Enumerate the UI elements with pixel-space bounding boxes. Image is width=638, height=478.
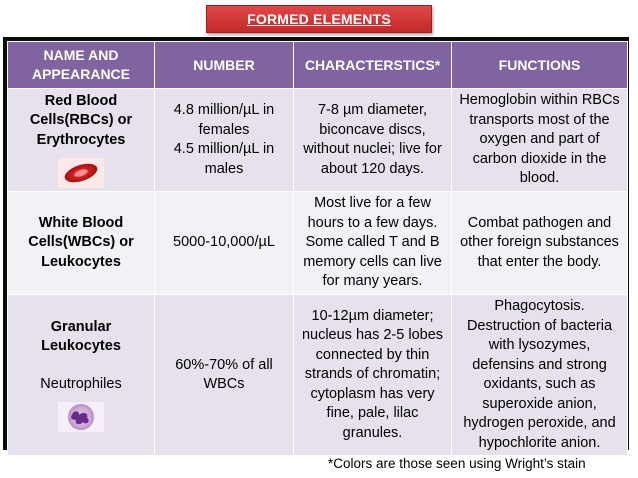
header-characteristics: CHARACTERSTICS* [294,42,451,88]
number-line: 4.5 million/µL in [173,141,275,157]
characteristics-line: 7-8 µm diameter, [317,102,428,118]
name-line: Red Blood [44,92,118,109]
cell-number: 60%-70% of all WBCs [155,295,293,455]
cell-number: 4.8 million/µL in females 4.5 million/µL… [155,89,293,191]
cell-functions: Hemoglobin within RBCs transports most o… [452,89,627,191]
name-line: Cells(WBCs) or [28,234,134,251]
characteristics-line: strands of chromatin; [304,366,441,383]
functions-line: hypochlorite anion. [478,434,601,451]
table-row: Red Blood Cells(RBCs) or Erythrocytes [8,89,627,191]
functions-line: superoxide anion, [482,395,597,412]
neutrophil-cell-shape [68,404,94,431]
neutrophil-cell-icon [58,402,104,433]
functions-line: Combat pathogen and [467,214,612,231]
name-line: Granular [50,318,112,335]
functions-line: blood. [519,170,560,187]
cell-name: Granular Leukocytes Neutrophiles [8,295,154,455]
cell-functions: Phagocytosis. Destruction of bacteria wi… [452,295,627,455]
header-name-line-2: APPEARANCE [31,66,130,82]
functions-line: with lysozymes, [488,337,591,353]
red-blood-cell-shape [64,164,98,183]
name-line: Erythrocytes [36,131,126,148]
functions-line: oxygen and part of [479,131,600,148]
formed-elements-table: NAME AND APPEARANCE NUMBER CHARACTERSTIC… [7,41,628,456]
slide-title: FORMED ELEMENTS [247,11,391,27]
characteristics-line: Some called T and B [305,234,440,251]
name-line: Cells(RBCs) or [29,112,133,129]
characteristics-line: granules. [342,424,403,441]
characteristics-line: 10-12µm diameter; [311,307,434,324]
name-line: Leukocytes [41,338,121,355]
characteristics-line: nucleus has 2-5 lobes [301,327,444,344]
characteristics-line: memory cells can live [303,253,442,270]
table-row: White Blood Cells(WBCs) or Leukocytes 50… [8,192,627,294]
functions-line: hydrogen peroxide, and [463,415,616,431]
characteristics-line: hours to a few days. [307,214,438,231]
characteristics-line: for many years. [322,273,423,290]
number-line: 60%-70% of all [175,356,273,373]
header-name-appearance: NAME AND APPEARANCE [8,42,154,88]
table-row: Granular Leukocytes Neutrophiles [8,295,627,455]
functions-line: that enter the body. [477,253,602,270]
name-line: Leukocytes [41,253,121,270]
header-number: NUMBER [155,42,293,88]
functions-line: Hemoglobin within RBCs [459,92,620,109]
characteristics-line: about 120 days. [320,160,425,177]
header-name-line-1: NAME AND [43,47,119,63]
table-frame: NAME AND APPEARANCE NUMBER CHARACTERSTIC… [3,37,629,456]
number-line: males [204,160,244,177]
functions-line: oxidants, such as [483,376,596,392]
characteristics-line: connected by thin [315,346,430,363]
characteristics-line: biconcave discs, [319,121,426,138]
number-line: females [198,121,250,138]
cell-name: White Blood Cells(WBCs) or Leukocytes [8,192,154,294]
footnote: *Colors are those seen using Wright’s st… [328,456,586,471]
name-line: White Blood [38,214,124,231]
cell-characteristics: Most live for a few hours to a few days.… [294,192,451,294]
characteristics-line: Most live for a few [314,195,431,212]
cell-characteristics: 10-12µm diameter; nucleus has 2-5 lobes … [294,295,451,455]
number-line: 5000-10,000/µL [173,234,275,251]
characteristics-line: without nuclei; live for [303,141,442,157]
characteristics-line: fine, pale, lilac [326,405,419,422]
functions-line: Destruction of bacteria [466,317,613,334]
header-functions: FUNCTIONS [452,42,627,88]
functions-line: carbon dioxide in the [472,150,607,167]
number-line: 4.8 million/µL in [173,102,275,118]
cell-name: Red Blood Cells(RBCs) or Erythrocytes [8,89,154,191]
number-line: WBCs [203,376,245,392]
characteristics-line: cytoplasm has very [310,385,435,402]
cell-characteristics: 7-8 µm diameter, biconcave discs, withou… [294,89,451,191]
cell-number: 5000-10,000/µL [155,192,293,294]
functions-line: transports most of the [469,111,610,128]
name-subtype: Neutrophiles [40,375,122,392]
functions-line: other foreign substances [460,234,619,251]
table-header-row: NAME AND APPEARANCE NUMBER CHARACTERSTIC… [8,42,627,88]
functions-line: defensins and strong [472,356,607,373]
title-banner: FORMED ELEMENTS [206,5,432,33]
cell-functions: Combat pathogen and other foreign substa… [452,192,627,294]
red-blood-cell-icon [58,158,104,189]
functions-line: Phagocytosis. [494,298,585,314]
